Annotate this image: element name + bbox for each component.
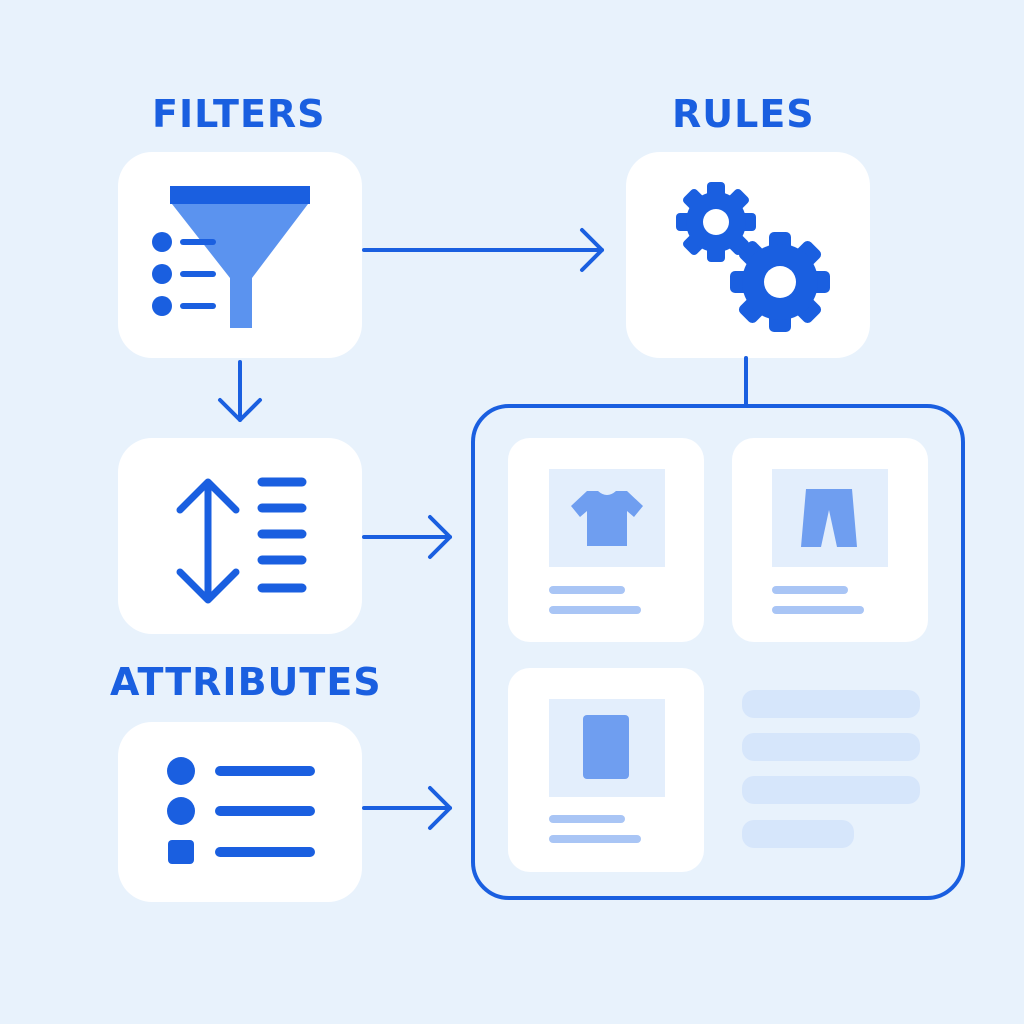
product-price-placeholder	[549, 606, 641, 614]
attributes-label: ATTRIBUTES	[110, 660, 382, 704]
product-price-placeholder	[772, 606, 864, 614]
arrow-sort-to-panel	[362, 515, 452, 559]
product-title-placeholder	[549, 586, 625, 594]
rectangle-product-icon	[583, 715, 629, 779]
product-2	[772, 469, 888, 614]
rules-label: RULES	[672, 92, 815, 136]
sort-card	[118, 438, 362, 634]
bullet-list-icon	[167, 757, 315, 864]
loading-placeholder-list	[742, 690, 920, 848]
tshirt-icon	[571, 491, 643, 546]
filters-label: FILTERS	[152, 92, 326, 136]
product-1	[549, 469, 665, 614]
arrow-attributes-to-panel	[362, 786, 452, 830]
product-title-placeholder	[549, 815, 625, 823]
product-price-placeholder	[549, 835, 641, 843]
funnel-list-icon	[152, 186, 310, 328]
product-3	[549, 699, 665, 843]
shorts-icon	[801, 489, 857, 547]
gears-icon	[676, 182, 830, 332]
arrow-filters-to-sort	[218, 360, 262, 422]
sort-list-icon	[176, 477, 307, 604]
arrow-filters-to-rules	[362, 228, 604, 272]
product-title-placeholder	[772, 586, 848, 594]
